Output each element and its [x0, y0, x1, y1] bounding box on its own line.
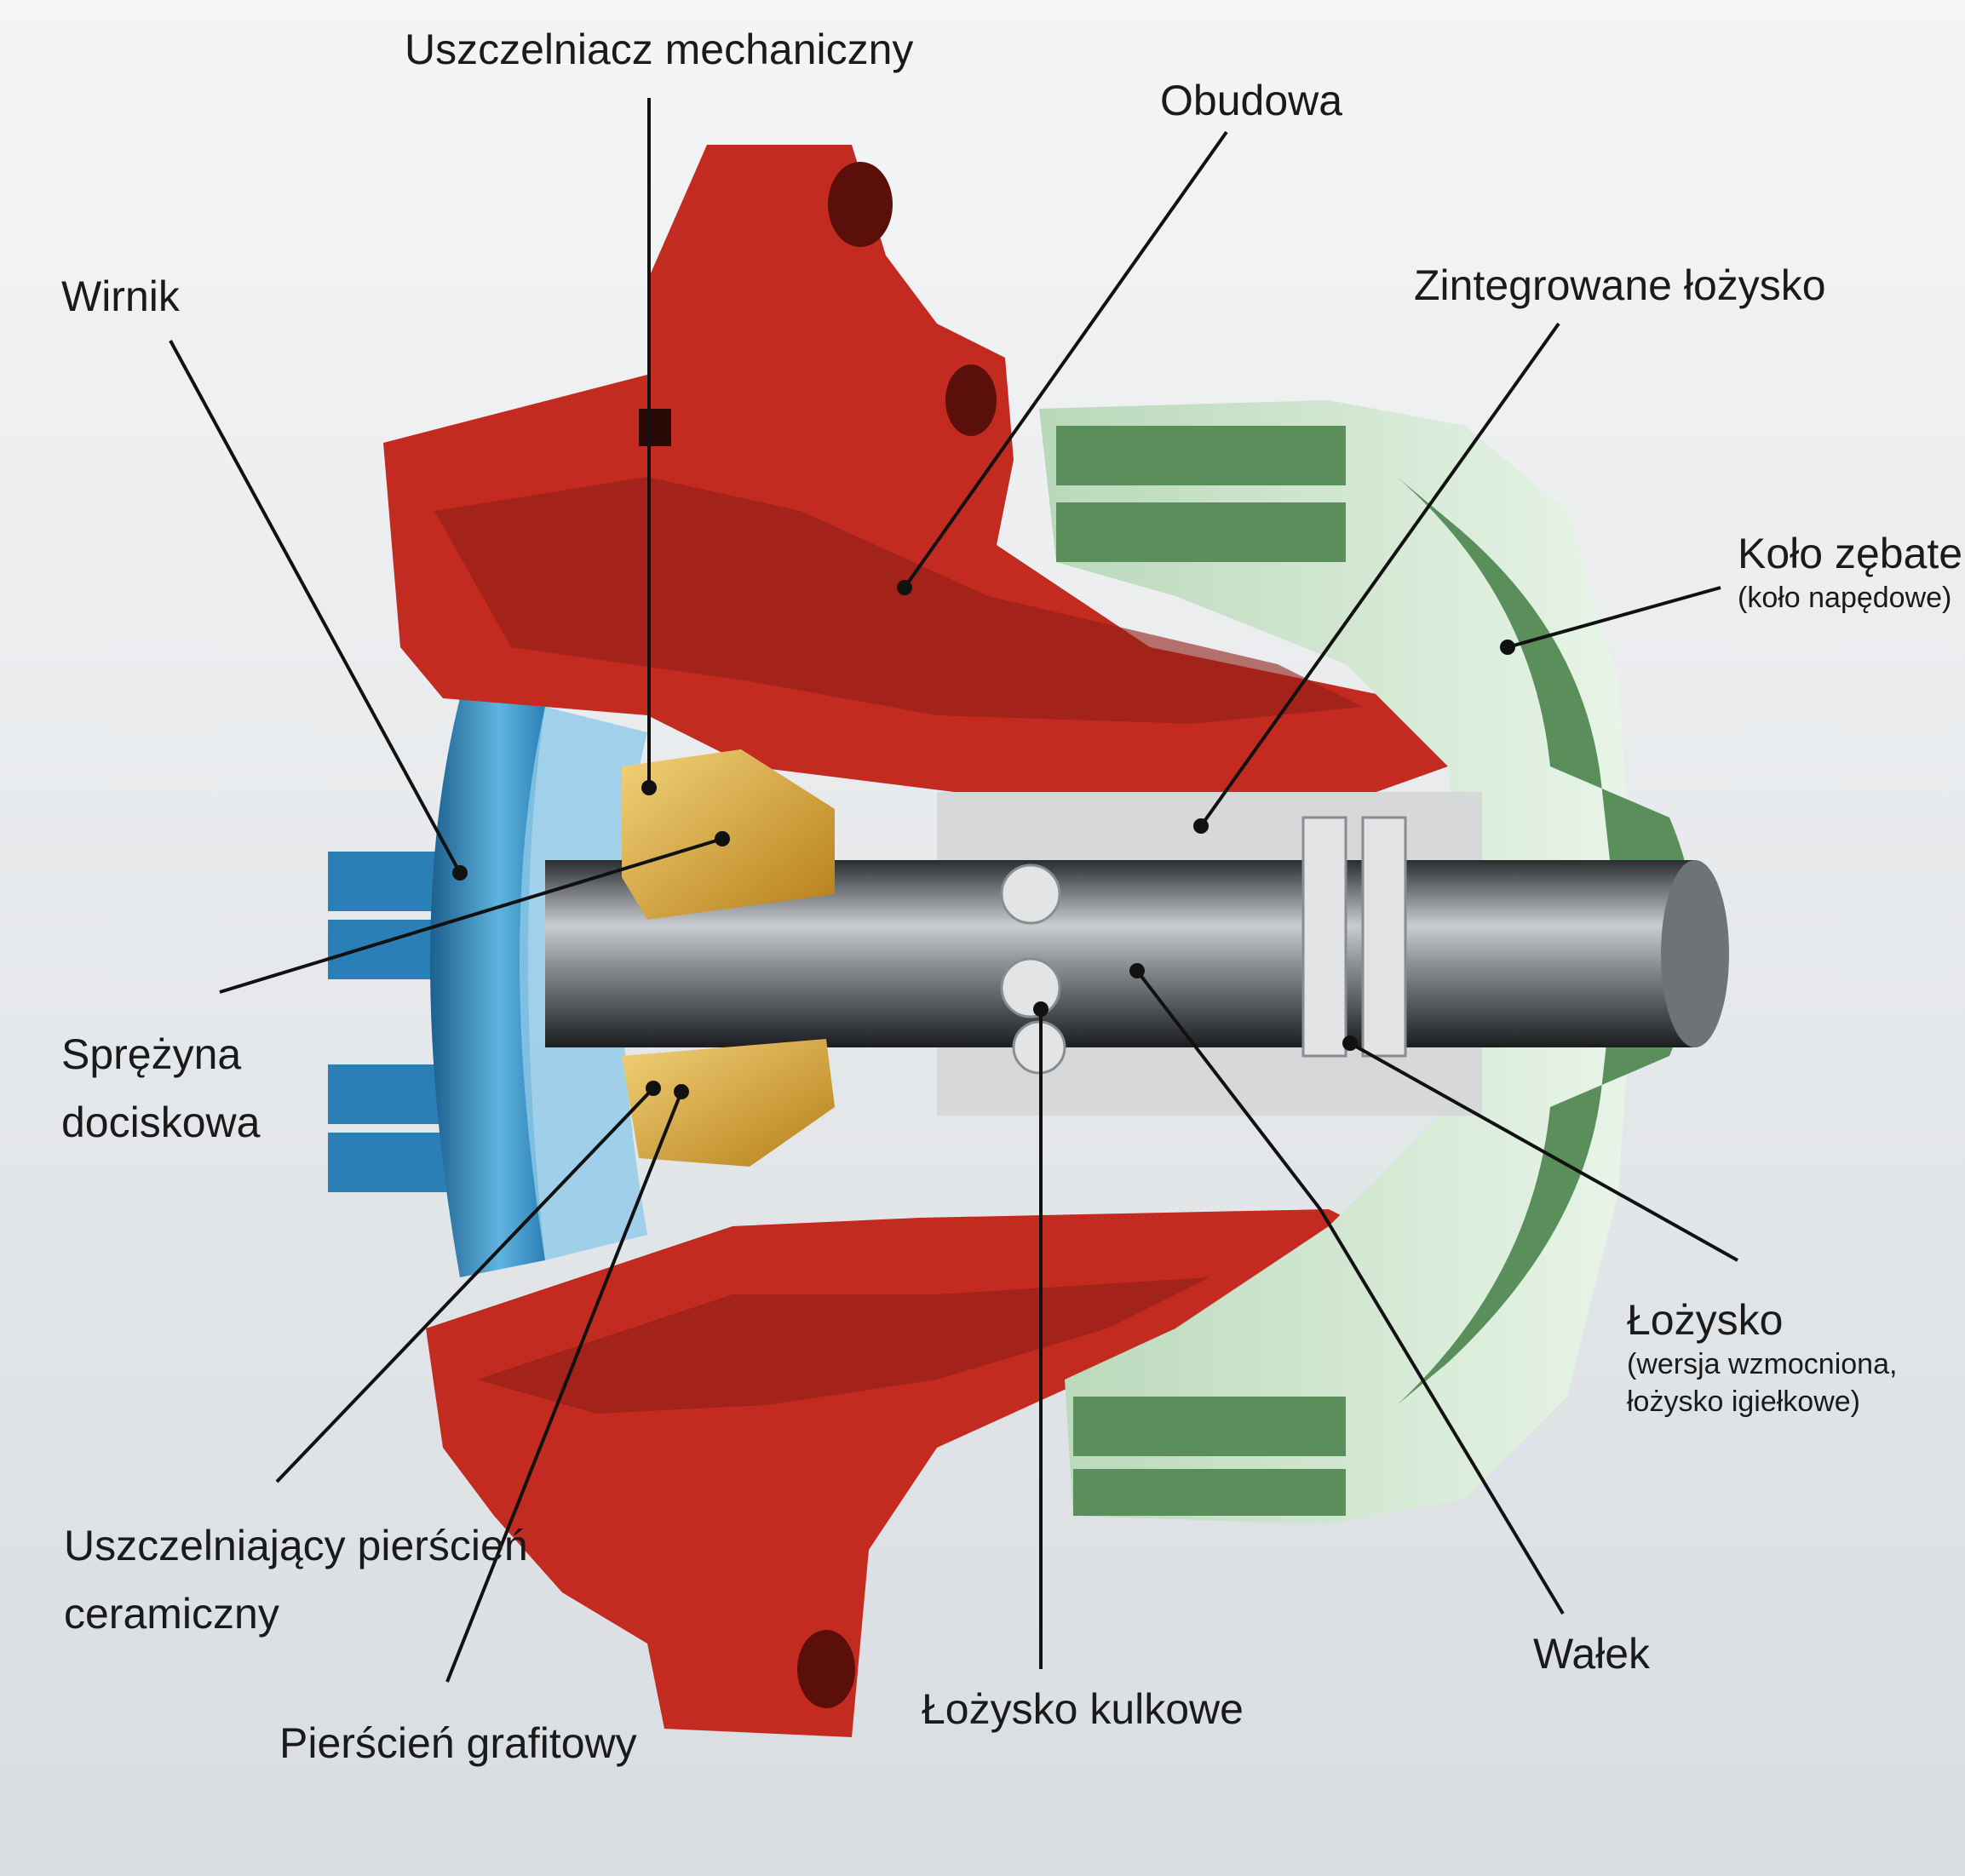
- label-ball-bearing: Łożysko kulkowe: [922, 1685, 1244, 1733]
- impeller-shape: [328, 698, 647, 1277]
- label-bearing-title: Łożysko: [1627, 1296, 1784, 1344]
- leader-gear-wheel: [1507, 586, 1721, 649]
- label-bearing: Łożysko (wersja wzmocniona, łożysko igie…: [1627, 1294, 1897, 1420]
- leader-integrated-bearing: [1199, 322, 1560, 828]
- bearing-race-shape: [937, 792, 1482, 1116]
- label-ceramic-ring-line1: Uszczelniający pierścień: [64, 1522, 528, 1569]
- label-gear-wheel-note: (koło napędowe): [1738, 582, 1952, 614]
- label-mechanical-seal: Uszczelniacz mechaniczny: [405, 26, 914, 73]
- leader-bearing: [1349, 1041, 1738, 1262]
- label-gear-wheel-title: Koło zębate: [1738, 530, 1963, 577]
- label-bearing-note-line1: (wersja wzmocniona,: [1627, 1348, 1898, 1380]
- leader-ceramic-ring: [275, 1087, 655, 1483]
- pump-illustration: [328, 145, 1729, 1737]
- label-pressure-spring-line2: dociskowa: [61, 1099, 261, 1146]
- leader-pressure-spring: [219, 837, 723, 994]
- label-ceramic-ring-line2: ceramiczny: [64, 1590, 279, 1638]
- label-ceramic-ring: Uszczelniający pierścień ceramiczny: [64, 1512, 528, 1648]
- label-graphite-ring: Pierścień grafitowy: [279, 1719, 637, 1767]
- label-pressure-spring: Sprężyna dociskowa: [61, 1020, 260, 1156]
- label-impeller: Wirnik: [61, 273, 180, 320]
- label-bearing-note-line2: łożysko igiełkowe): [1627, 1385, 1860, 1419]
- leader-lines: [169, 98, 1738, 1683]
- leader-graphite-ring: [445, 1091, 683, 1683]
- leader-impeller: [169, 340, 462, 874]
- label-gear-wheel: Koło zębate (koło napędowe): [1738, 528, 1962, 617]
- label-housing: Obudowa: [1160, 77, 1343, 124]
- leader-shaft: [1135, 969, 1565, 1615]
- leader-housing: [903, 130, 1228, 589]
- label-pressure-spring-line1: Sprężyna: [61, 1030, 242, 1078]
- label-shaft: Wałek: [1533, 1630, 1651, 1678]
- label-integrated-bearing: Zintegrowane łożysko: [1414, 261, 1826, 309]
